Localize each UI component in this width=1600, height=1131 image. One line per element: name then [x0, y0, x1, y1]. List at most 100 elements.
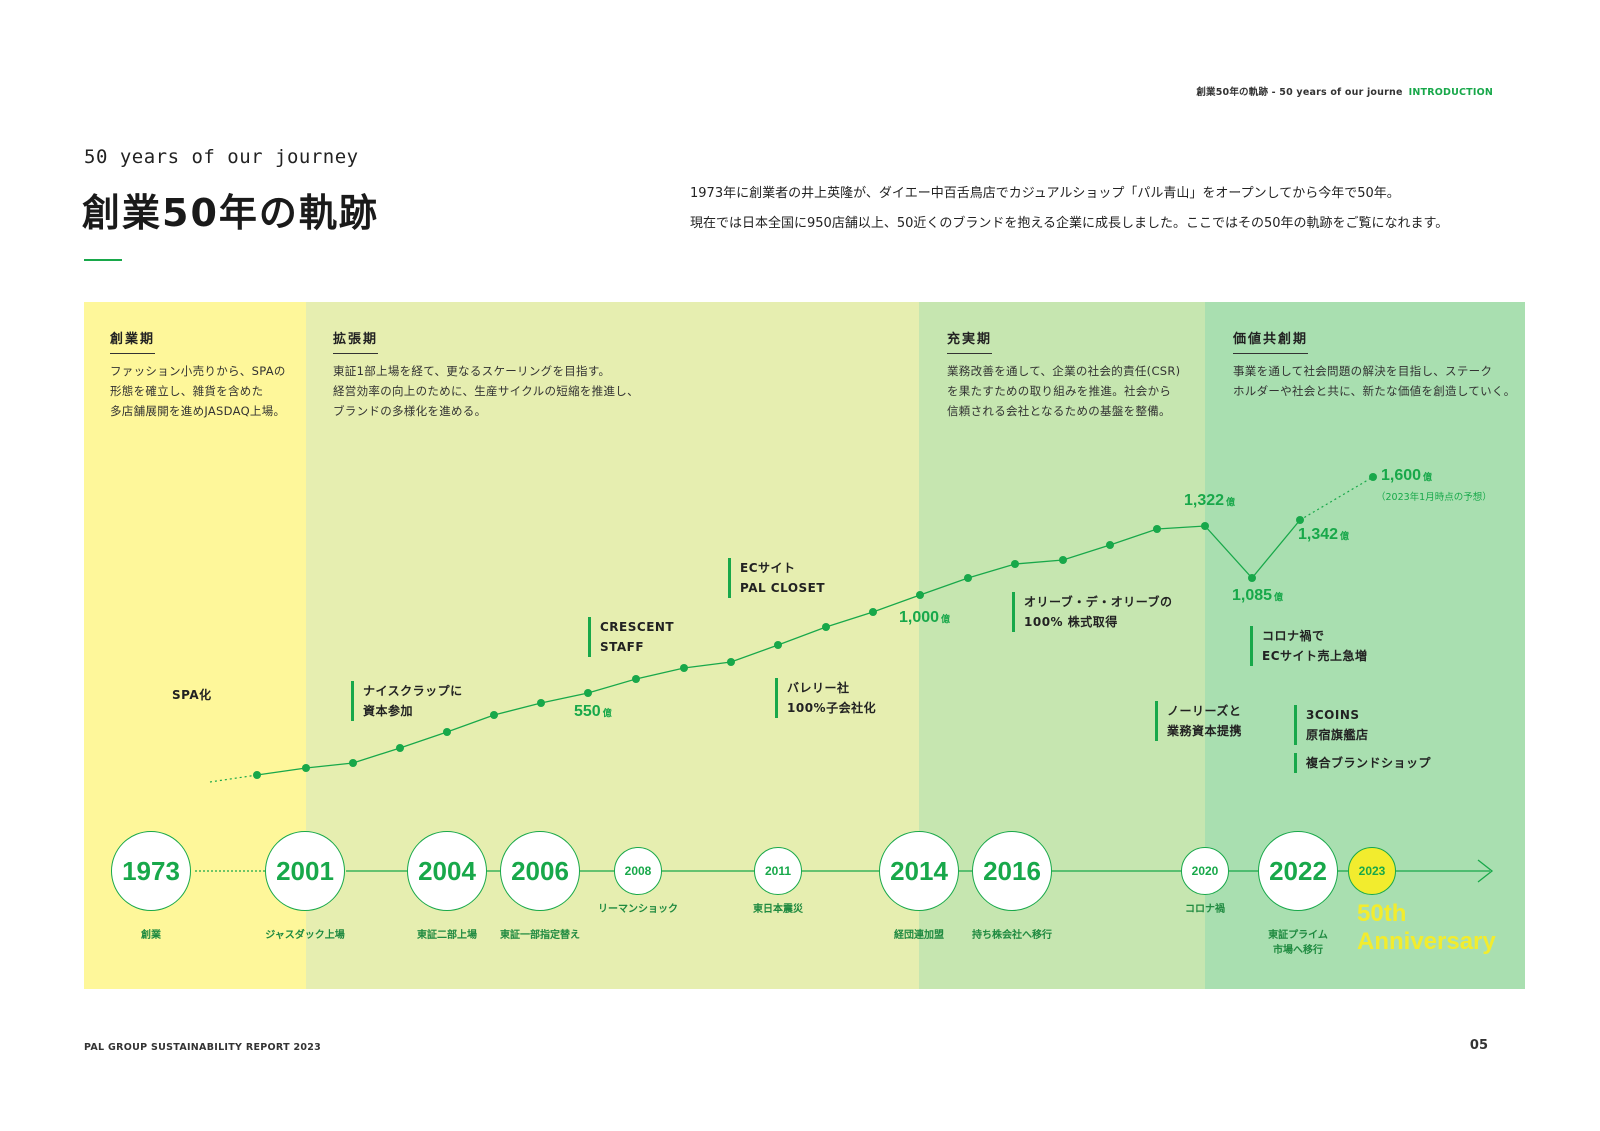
- event-line: STAFF: [600, 640, 645, 654]
- sales-point: [632, 675, 640, 683]
- era-desc-line: ファッション小売りから、SPAの: [110, 364, 286, 378]
- event-line: 100%子会社化: [787, 701, 877, 715]
- sales-point: [964, 574, 972, 582]
- era-title-expansion: 拡張期: [333, 328, 379, 354]
- milestone-label-line: 東証プライム: [1268, 930, 1328, 941]
- era-desc-line: 形態を確立し、雑貨を含めた: [110, 384, 264, 398]
- milestone-label: 東証プライム 市場へ移行: [1268, 928, 1328, 958]
- milestone-label: 経団連加盟: [894, 930, 944, 941]
- anniversary-line: 50th: [1357, 900, 1407, 927]
- year-circle-2011: 2011: [754, 847, 802, 895]
- fiftieth-anniversary-label: 50th Anniversary: [1357, 900, 1496, 956]
- intro-line: 1973年に創業者の井上英隆が、ダイエー中百舌鳥店でカジュアルショップ「パル青山…: [690, 186, 1400, 201]
- era-desc-line: 信頼される会社となるための基盤を整備。: [947, 404, 1171, 418]
- era-desc-line: 多店舗展開を進めJASDAQ上場。: [110, 404, 286, 418]
- year-circle-2001: 2001: [265, 831, 345, 911]
- event-line: PAL CLOSET: [740, 581, 826, 595]
- sales-point: [1011, 560, 1019, 568]
- axis-arrowhead: [1477, 859, 1494, 883]
- header-breadcrumb: 創業50年の軌跡 - 50 years of our journe INTRODU…: [1196, 84, 1493, 98]
- event-complex-brand: 複合ブランドショップ: [1294, 753, 1431, 773]
- sales-point: [1059, 556, 1067, 564]
- sales-point: [727, 658, 735, 666]
- milestone-label: 東証二部上場: [417, 930, 477, 941]
- sales-value: 1,322: [1184, 492, 1225, 509]
- sales-point: [537, 699, 545, 707]
- sales-points: [253, 473, 1377, 779]
- event-line: 業務資本提携: [1167, 724, 1243, 738]
- event-line: オリーブ・デ・オリーブの: [1024, 595, 1173, 609]
- event-line: 複合ブランドショップ: [1306, 756, 1432, 770]
- section-tag: INTRODUCTION: [1408, 87, 1493, 98]
- event-olive: オリーブ・デ・オリーブの 100% 株式取得: [1012, 592, 1173, 632]
- sales-unit: 億: [602, 708, 612, 718]
- milestone-label: 創業: [141, 930, 161, 941]
- event-line: 100% 株式取得: [1024, 615, 1118, 629]
- english-title: 50 years of our journey: [84, 146, 359, 168]
- year-circle-1973: 1973: [111, 831, 191, 911]
- era-desc-fulfillment: 業務改善を通して、企業の社会的責任(CSR) を果たすための取り組みを推進。社会…: [947, 361, 1180, 421]
- sales-point: [822, 623, 830, 631]
- event-line: ナイスクラップに: [363, 684, 463, 698]
- era-title-cocreation: 価値共創期: [1233, 328, 1309, 354]
- milestone-label: 持ち株会社へ移行: [972, 930, 1052, 941]
- sales-point: [1106, 541, 1114, 549]
- era-desc-line: ブランドの多様化を進める。: [333, 404, 487, 418]
- breadcrumb-text: 創業50年の軌跡 - 50 years of our journe: [1196, 87, 1403, 98]
- sales-unit: 億: [1423, 472, 1433, 482]
- milestone-label-line: 市場へ移行: [1273, 945, 1323, 956]
- sales-point: [490, 711, 498, 719]
- sales-value: 1,342: [1298, 526, 1339, 543]
- year-circle-2008: 2008: [614, 847, 662, 895]
- event-nice-claup: ナイスクラップに 資本参加: [351, 681, 463, 721]
- sales-point: [1296, 516, 1304, 524]
- sales-point: [396, 744, 404, 752]
- forecast-note: （2023年1月時点の予想）: [1376, 492, 1492, 503]
- page-title: 創業50年の軌跡: [82, 191, 379, 235]
- event-ec-site: ECサイト PAL CLOSET: [728, 558, 825, 598]
- era-desc-line: 東証1部上場を経て、更なるスケーリングを目指す。: [333, 364, 611, 378]
- year-circle-2020: 2020: [1181, 847, 1229, 895]
- event-line: 資本参加: [363, 704, 414, 718]
- sales-point: [443, 728, 451, 736]
- event-line: CRESCENT: [600, 620, 675, 634]
- event-crescent-staff: CRESCENT STAFF: [588, 617, 674, 657]
- event-line: バレリー社: [787, 681, 850, 695]
- sales-value: 1,085: [1232, 587, 1273, 604]
- era-title-fulfillment: 充実期: [947, 328, 993, 354]
- era-title-founding: 創業期: [110, 328, 156, 354]
- era-desc-line: 事業を通して社会問題の解決を目指し、ステーク: [1233, 364, 1493, 378]
- anniversary-line: Anniversary: [1357, 928, 1496, 955]
- milestone-label: コロナ禍: [1185, 904, 1225, 915]
- sales-point: [584, 689, 592, 697]
- sales-point: [869, 608, 877, 616]
- sales-point: [349, 759, 357, 767]
- title-underline: [84, 259, 122, 261]
- era-desc-line: 経営効率の向上のために、生産サイクルの短縮を推進し、: [333, 384, 639, 398]
- year-circle-2014: 2014: [879, 831, 959, 911]
- event-line: コロナ禍で: [1262, 629, 1325, 643]
- sales-point: [1153, 525, 1161, 533]
- sales-point: [1369, 473, 1377, 481]
- era-band-fulfillment: [919, 302, 1205, 989]
- intro-paragraph: 1973年に創業者の井上英隆が、ダイエー中百舌鳥店でカジュアルショップ「パル青山…: [690, 179, 1520, 239]
- year-circle-2023: 2023: [1348, 847, 1396, 895]
- milestone-label: ジャスダック上場: [265, 930, 345, 941]
- sales-lead-dotted: [209, 774, 258, 783]
- milestone-label: 東証一部指定替え: [500, 930, 580, 941]
- sales-point: [916, 591, 924, 599]
- sales-unit: 億: [1274, 592, 1284, 602]
- event-line: 原宿旗艦店: [1306, 728, 1369, 742]
- sales-value: 550: [574, 703, 601, 720]
- sales-point: [1201, 522, 1209, 530]
- event-corona-ec: コロナ禍で ECサイト売上急増: [1250, 626, 1368, 666]
- event-nories: ノーリーズと 業務資本提携: [1155, 701, 1242, 741]
- sales-point: [1248, 574, 1256, 582]
- year-circle-2006: 2006: [500, 831, 580, 911]
- event-line: ノーリーズと: [1167, 704, 1242, 718]
- event-valley: バレリー社 100%子会社化: [775, 678, 876, 718]
- year-circle-2022: 2022: [1258, 831, 1338, 911]
